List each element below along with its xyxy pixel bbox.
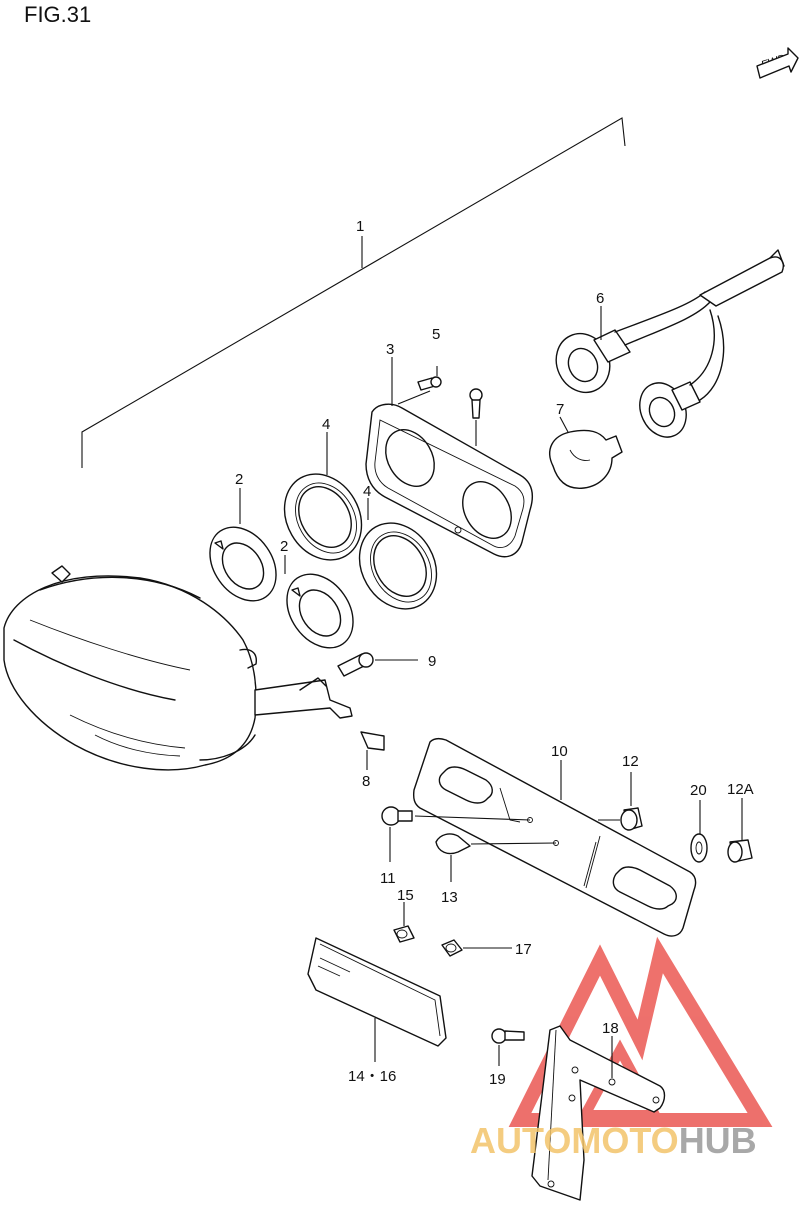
gasket-plate-3 (365, 403, 533, 558)
callout-15: 15 (397, 887, 414, 904)
callout-11: 11 (380, 870, 396, 887)
lamp-screw (469, 388, 483, 446)
nut-15 (393, 925, 415, 943)
callout-13: 13 (441, 889, 458, 906)
bolt-11 (381, 806, 531, 862)
callout-19: 19 (489, 1071, 506, 1088)
callout-9: 9 (428, 653, 436, 670)
figure-title: FIG.31 (24, 2, 92, 27)
clip-8 (360, 731, 385, 770)
callout-14-16: 14・16 (348, 1068, 396, 1085)
callout-12A: 12A (727, 781, 754, 798)
reflector-14-16 (307, 937, 447, 1062)
tail-lamp-housing (3, 565, 353, 771)
watermark-hub: HUB (678, 1120, 757, 1161)
gasket-2-lower (286, 573, 354, 649)
callout-2-upper: 2 (235, 471, 243, 488)
bulb-7 (549, 416, 623, 489)
watermark-auto: AUTO (470, 1120, 572, 1161)
socket-ring-4-lower (358, 522, 438, 610)
callout-20: 20 (690, 782, 707, 799)
screw-19 (491, 1028, 525, 1066)
nut-12 (598, 772, 643, 831)
nut-12A (727, 839, 753, 863)
fwd-arrow-icon (756, 47, 799, 79)
bulb-socket-harness-6 (555, 249, 785, 438)
callout-10: 10 (551, 743, 568, 760)
leader-lines (239, 306, 743, 926)
callout-6: 6 (596, 290, 604, 307)
clip-13 (435, 833, 557, 882)
callout-5: 5 (432, 326, 440, 343)
callout-18: 18 (602, 1020, 619, 1037)
callout-12: 12 (622, 753, 639, 770)
callout-17: 17 (515, 941, 532, 958)
nut-17 (441, 939, 512, 957)
callout-1: 1 (356, 218, 364, 235)
callout-4-lower: 4 (363, 483, 371, 500)
socket-ring-4-upper (283, 473, 363, 561)
washer-20 (690, 833, 708, 863)
callout-8: 8 (362, 773, 370, 790)
watermark-moto: MOTO (571, 1120, 679, 1161)
bracket-18 (531, 1025, 666, 1201)
callout-4-upper: 4 (322, 416, 330, 433)
license-bracket-10 (412, 737, 697, 937)
watermark-text: AUTOMOTOHUB (470, 1120, 757, 1162)
callout-3: 3 (386, 341, 394, 358)
assembly-bracket-1 (81, 117, 626, 468)
bolt-9 (337, 652, 418, 677)
gasket-2-upper (209, 526, 277, 602)
callout-7: 7 (556, 401, 564, 418)
screw-5 (397, 366, 442, 405)
callout-2-lower: 2 (280, 538, 288, 555)
